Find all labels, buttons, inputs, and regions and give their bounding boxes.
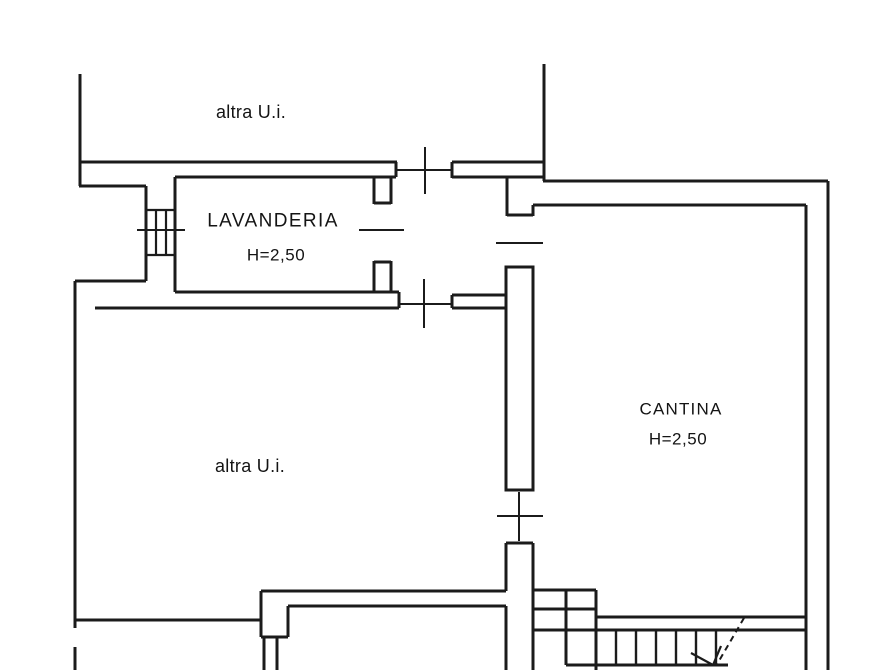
room-height-lavanderia: H=2,50 xyxy=(246,245,306,265)
room-height-cantina: H=2,50 xyxy=(648,429,708,449)
room-label-altra-ui-left: altra U.i. xyxy=(214,456,286,476)
room-label-cantina: CANTINA xyxy=(639,399,723,419)
room-label-altra-ui-top: altra U.i. xyxy=(215,102,287,122)
door-opening-ticks xyxy=(137,147,543,541)
window-symbol xyxy=(146,208,175,257)
wall-lines xyxy=(73,64,830,670)
stair-treads xyxy=(614,630,718,665)
stair-direction-arrow xyxy=(690,617,745,667)
room-label-lavanderia: LAVANDERIA xyxy=(207,210,339,232)
pillar-outline xyxy=(504,265,535,492)
